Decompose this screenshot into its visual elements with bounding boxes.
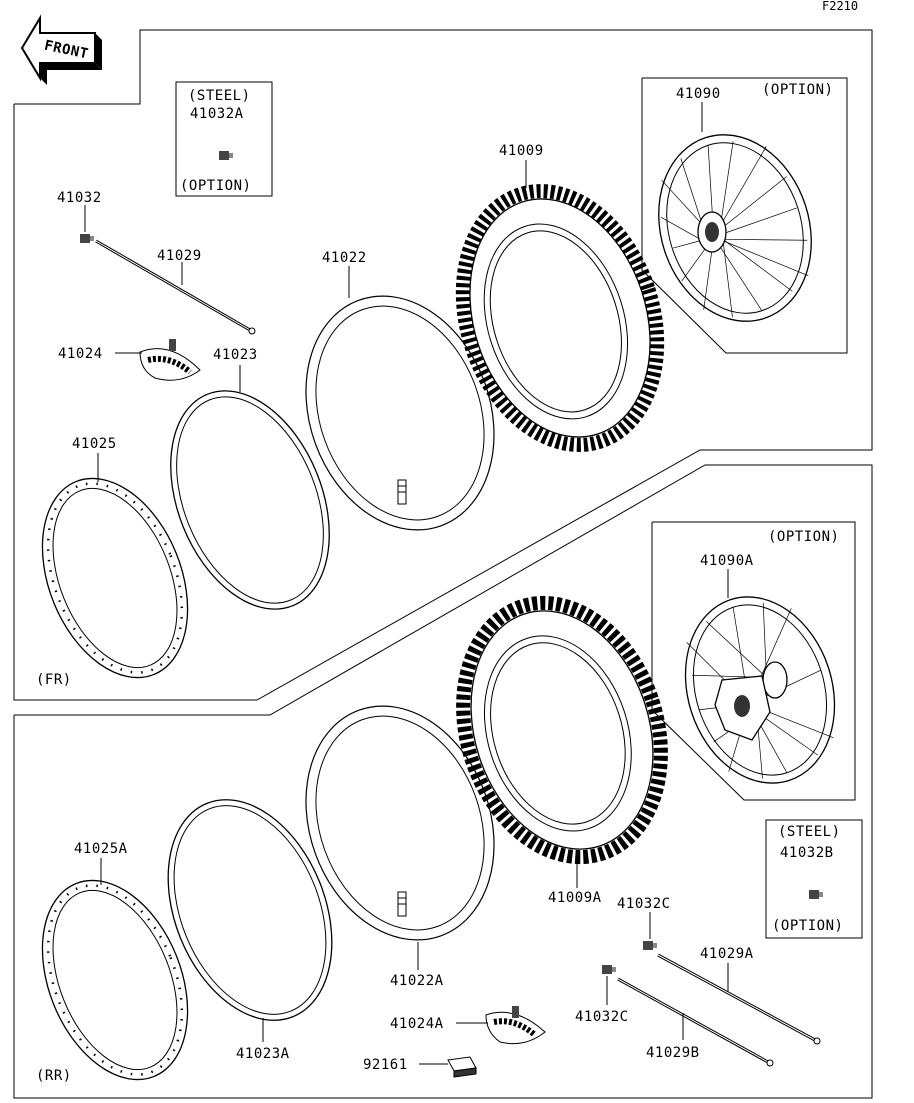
label-41024A: 41024A: [390, 1016, 444, 1032]
steel-front-line1: (STEEL): [188, 88, 251, 104]
label-41022A: 41022A: [390, 973, 444, 989]
front-arrow-icon: FRONT: [20, 14, 102, 85]
label-41032: 41032: [57, 190, 102, 206]
wheel-icon: [658, 134, 812, 322]
nipple-icon: [602, 965, 616, 974]
steel-rear-line3: (OPTION): [772, 918, 843, 934]
rim-icon: [41, 879, 189, 1081]
label-41024: 41024: [58, 346, 103, 362]
steel-option-box-rear: (STEEL) 41032B (OPTION): [765, 819, 863, 939]
rim-icon: [41, 477, 189, 679]
front-section-border: [13, 29, 873, 701]
rear-section-border: [13, 464, 873, 1099]
spoke-icon: [95, 239, 256, 335]
rim-lock-icon: [139, 339, 201, 381]
wheel-option-box-rear: (OPTION): [651, 521, 856, 801]
steel-option-box-front: (STEEL) 41032A (OPTION): [175, 81, 273, 197]
steel-rear-line1: (STEEL): [778, 824, 841, 840]
spoke-icon: [657, 953, 821, 1045]
nipple-icon: [809, 890, 823, 899]
label-41029: 41029: [157, 248, 202, 264]
nipple-icon: [80, 234, 94, 243]
label-41023A: 41023A: [236, 1046, 290, 1062]
label-41090: 41090: [676, 86, 721, 102]
valve-icon: [397, 479, 407, 505]
label-41029B: 41029B: [646, 1045, 700, 1061]
inner-tube-icon: [305, 295, 495, 531]
balance-weight-icon: [447, 1056, 477, 1078]
front-section-tag: (FR): [36, 672, 72, 688]
wheel-rear-option: (OPTION): [768, 529, 839, 545]
figure-code: F2210: [822, 0, 858, 13]
inner-tube-icon: [305, 705, 495, 941]
rim-lock-icon: [485, 1006, 546, 1045]
rim-band-icon: [167, 799, 333, 1021]
label-41009A: 41009A: [548, 890, 602, 906]
label-41009: 41009: [499, 143, 544, 159]
label-41090A: 41090A: [700, 553, 754, 569]
label-41032C-top: 41032C: [617, 896, 671, 912]
tire-icon: [455, 184, 665, 452]
label-41022: 41022: [322, 250, 367, 266]
valve-icon: [397, 891, 407, 917]
spoke-icon: [617, 977, 774, 1067]
wheel-icon: [684, 596, 836, 784]
steel-rear-part: 41032B: [780, 845, 834, 861]
label-41023: 41023: [213, 347, 258, 363]
steel-front-part: 41032A: [190, 106, 244, 122]
wheel-option-box-front: (OPTION): [641, 77, 848, 354]
rear-section-tag: (RR): [36, 1068, 72, 1084]
label-92161: 92161: [363, 1057, 408, 1073]
tire-icon: [456, 595, 668, 865]
label-41032C-bottom: 41032C: [575, 1009, 629, 1025]
nipple-icon: [219, 151, 233, 160]
label-41029A: 41029A: [700, 946, 754, 962]
wheel-front-option: (OPTION): [762, 82, 833, 98]
label-41025: 41025: [72, 436, 117, 452]
label-41025A: 41025A: [74, 841, 128, 857]
rim-band-icon: [170, 390, 330, 610]
steel-front-line3: (OPTION): [180, 178, 251, 194]
nipple-icon: [643, 941, 657, 950]
